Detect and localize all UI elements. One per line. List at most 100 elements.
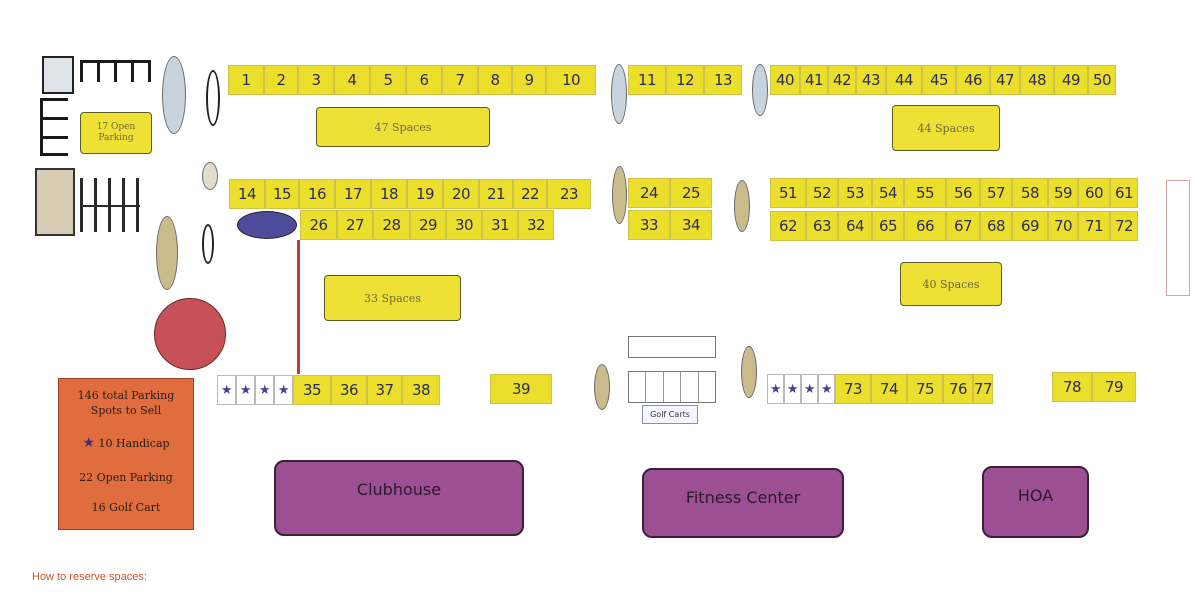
parking-space-37[interactable]: 37: [367, 375, 402, 405]
parking-space-5[interactable]: 5: [370, 65, 406, 95]
parking-space-77[interactable]: 77: [973, 374, 993, 404]
parking-space-1[interactable]: 1: [228, 65, 264, 95]
parking-space-40[interactable]: 40: [770, 65, 800, 95]
parking-space-67[interactable]: 67: [946, 211, 980, 241]
handicap-space[interactable]: ★: [274, 375, 293, 405]
parking-space-64[interactable]: 64: [838, 211, 872, 241]
lot-label-40-spaces: 40 Spaces: [900, 262, 1002, 306]
parking-space-53[interactable]: 53: [838, 178, 872, 208]
parking-space-4[interactable]: 4: [334, 65, 370, 95]
parking-space-42[interactable]: 42: [828, 65, 856, 95]
parking-space-78[interactable]: 78: [1052, 372, 1092, 402]
parking-space-55[interactable]: 55: [904, 178, 946, 208]
parking-space-45[interactable]: 45: [922, 65, 956, 95]
parking-space-20[interactable]: 20: [443, 179, 479, 209]
island: [741, 346, 757, 398]
parking-space-75[interactable]: 75: [907, 374, 943, 404]
parking-space-38[interactable]: 38: [402, 375, 440, 405]
parking-space-59[interactable]: 59: [1048, 178, 1078, 208]
handicap-space[interactable]: ★: [767, 374, 784, 404]
parking-space-39[interactable]: 39: [490, 374, 552, 404]
parking-space-56[interactable]: 56: [946, 178, 980, 208]
handicap-space[interactable]: ★: [784, 374, 801, 404]
parking-space-19[interactable]: 19: [407, 179, 443, 209]
parking-space-26[interactable]: 26: [300, 210, 337, 240]
parking-space-25[interactable]: 25: [670, 178, 712, 208]
parking-space-27[interactable]: 27: [337, 210, 373, 240]
parking-space-8[interactable]: 8: [478, 65, 512, 95]
parking-space-3[interactable]: 3: [298, 65, 334, 95]
hoa-building[interactable]: HOA: [982, 466, 1089, 538]
parking-space-51[interactable]: 51: [770, 178, 806, 208]
handicap-space[interactable]: ★: [801, 374, 818, 404]
parking-space-68[interactable]: 68: [980, 211, 1012, 241]
parking-space-23[interactable]: 23: [547, 179, 591, 209]
parking-space-66[interactable]: 66: [904, 211, 946, 241]
parking-space-46[interactable]: 46: [956, 65, 990, 95]
parking-space-2[interactable]: 2: [264, 65, 298, 95]
handicap-space[interactable]: ★: [217, 375, 236, 405]
parking-space-16[interactable]: 16: [299, 179, 335, 209]
parking-space-14[interactable]: 14: [229, 179, 265, 209]
parking-space-48[interactable]: 48: [1020, 65, 1054, 95]
parking-space-65[interactable]: 65: [872, 211, 904, 241]
lot-label-47-spaces: 47 Spaces: [316, 107, 490, 147]
parking-space-41[interactable]: 41: [800, 65, 828, 95]
parking-space-28[interactable]: 28: [373, 210, 410, 240]
parking-space-15[interactable]: 15: [265, 179, 299, 209]
parking-space-47[interactable]: 47: [990, 65, 1020, 95]
star-icon: ★: [258, 382, 271, 398]
parking-space-49[interactable]: 49: [1054, 65, 1088, 95]
parking-space-33[interactable]: 33: [628, 210, 670, 240]
golf-carts-label: Golf Carts: [642, 405, 698, 424]
parking-space-58[interactable]: 58: [1012, 178, 1048, 208]
parking-space-7[interactable]: 7: [442, 65, 478, 95]
parking-space-69[interactable]: 69: [1012, 211, 1048, 241]
parking-space-54[interactable]: 54: [872, 178, 904, 208]
star-icon: ★: [82, 435, 95, 451]
parking-space-50[interactable]: 50: [1088, 65, 1116, 95]
parking-space-71[interactable]: 71: [1078, 211, 1110, 241]
parking-space-52[interactable]: 52: [806, 178, 838, 208]
parking-space-36[interactable]: 36: [331, 375, 367, 405]
parking-space-21[interactable]: 21: [479, 179, 513, 209]
clubhouse-building[interactable]: Clubhouse: [274, 460, 524, 536]
parking-space-43[interactable]: 43: [856, 65, 886, 95]
parking-space-70[interactable]: 70: [1048, 211, 1078, 241]
parking-space-35[interactable]: 35: [293, 375, 331, 405]
parking-space-76[interactable]: 76: [943, 374, 973, 404]
parking-space-30[interactable]: 30: [446, 210, 482, 240]
parking-space-74[interactable]: 74: [871, 374, 907, 404]
parking-space-11[interactable]: 11: [628, 65, 666, 95]
handicap-space[interactable]: ★: [818, 374, 835, 404]
lot-label-text: 44 Spaces: [917, 121, 975, 135]
handicap-space[interactable]: ★: [255, 375, 274, 405]
parking-space-79[interactable]: 79: [1092, 372, 1136, 402]
lot-label-33-spaces: 33 Spaces: [324, 275, 461, 321]
fitness-center-building[interactable]: Fitness Center: [642, 468, 844, 538]
parking-space-9[interactable]: 9: [512, 65, 546, 95]
parking-space-44[interactable]: 44: [886, 65, 922, 95]
parking-space-62[interactable]: 62: [770, 211, 806, 241]
handicap-space[interactable]: ★: [236, 375, 255, 405]
parking-space-60[interactable]: 60: [1078, 178, 1110, 208]
parking-space-13[interactable]: 13: [704, 65, 742, 95]
parking-space-32[interactable]: 32: [518, 210, 554, 240]
parking-space-12[interactable]: 12: [666, 65, 704, 95]
parking-space-31[interactable]: 31: [482, 210, 518, 240]
parking-space-10[interactable]: 10: [546, 65, 596, 95]
parking-space-73[interactable]: 73: [835, 374, 871, 404]
star-icon: ★: [769, 381, 782, 397]
parking-space-63[interactable]: 63: [806, 211, 838, 241]
parking-space-57[interactable]: 57: [980, 178, 1012, 208]
parking-space-22[interactable]: 22: [513, 179, 547, 209]
parking-space-17[interactable]: 17: [335, 179, 371, 209]
parking-space-61[interactable]: 61: [1110, 178, 1138, 208]
parking-space-29[interactable]: 29: [410, 210, 446, 240]
parking-space-6[interactable]: 6: [406, 65, 442, 95]
parking-space-34[interactable]: 34: [670, 210, 712, 240]
parking-space-18[interactable]: 18: [371, 179, 407, 209]
parking-space-72[interactable]: 72: [1110, 211, 1138, 241]
parking-space-24[interactable]: 24: [628, 178, 670, 208]
